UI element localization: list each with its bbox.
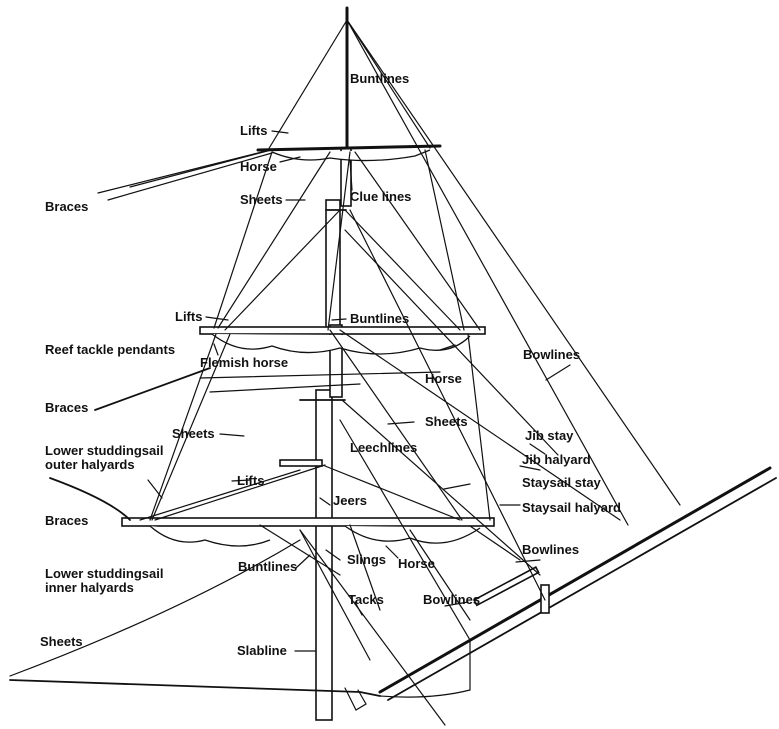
label-bowlines-low-right: Bowlines — [522, 542, 580, 557]
label-jib-halyard: Jib halyard — [522, 452, 591, 467]
label-slings: Slings — [347, 552, 387, 567]
label-staysail-stay: Staysail stay — [522, 475, 601, 490]
label-reef-tackle-pendants: Reef tackle pendants — [45, 342, 176, 357]
label-horse-mid: Horse — [425, 371, 462, 386]
label-horse-top: Horse — [240, 159, 277, 174]
label-staysail-halyard: Staysail halyard — [522, 500, 621, 515]
label-bowlines-low: Bowlines — [423, 592, 481, 607]
rigging-lines — [9, 19, 681, 726]
label-buntlines-low: Buntlines — [238, 559, 298, 574]
label-arrows — [147, 130, 571, 652]
label-sheets-low: Sheets — [40, 634, 83, 649]
label-jib-stay: Jib stay — [525, 428, 574, 443]
label-lifts-low: Lifts — [237, 473, 265, 488]
label-lifts-mid: Lifts — [175, 309, 203, 324]
label-horse-low: Horse — [398, 556, 435, 571]
label-braces-low: Braces — [45, 513, 89, 528]
top-yard — [256, 144, 442, 162]
label-sheets-mid-left: Sheets — [172, 426, 215, 441]
label-slabline: Slabline — [237, 643, 287, 658]
label-lower-studdingsail-outer: Lower studdingsail outer halyards — [45, 443, 164, 472]
label-tacks: Tacks — [348, 592, 384, 607]
label-buntlines-top: Buntlines — [350, 71, 410, 86]
label-bowlines-right: Bowlines — [523, 347, 581, 362]
label-lower-studdingsail-inner: Lower studdingsail inner halyards — [45, 566, 164, 595]
label-braces-mid: Braces — [45, 400, 89, 415]
bowsprit-and-hull — [9, 466, 777, 711]
label-buntlines-mid: Buntlines — [350, 311, 410, 326]
label-sheets-top: Sheets — [240, 192, 283, 207]
label-flemish-horse: Flemish horse — [200, 355, 289, 370]
label-leechlines: Leechlines — [350, 440, 418, 455]
middle-yard — [199, 326, 486, 355]
label-sheets-mid-right: Sheets — [425, 414, 468, 429]
label-braces-top: Braces — [45, 199, 89, 214]
label-clue-lines: Clue lines — [350, 189, 412, 204]
label-jeers: Jeers — [333, 493, 367, 508]
lower-yard — [121, 459, 495, 547]
label-lifts-top: Lifts — [240, 123, 268, 138]
mast — [299, 6, 352, 721]
